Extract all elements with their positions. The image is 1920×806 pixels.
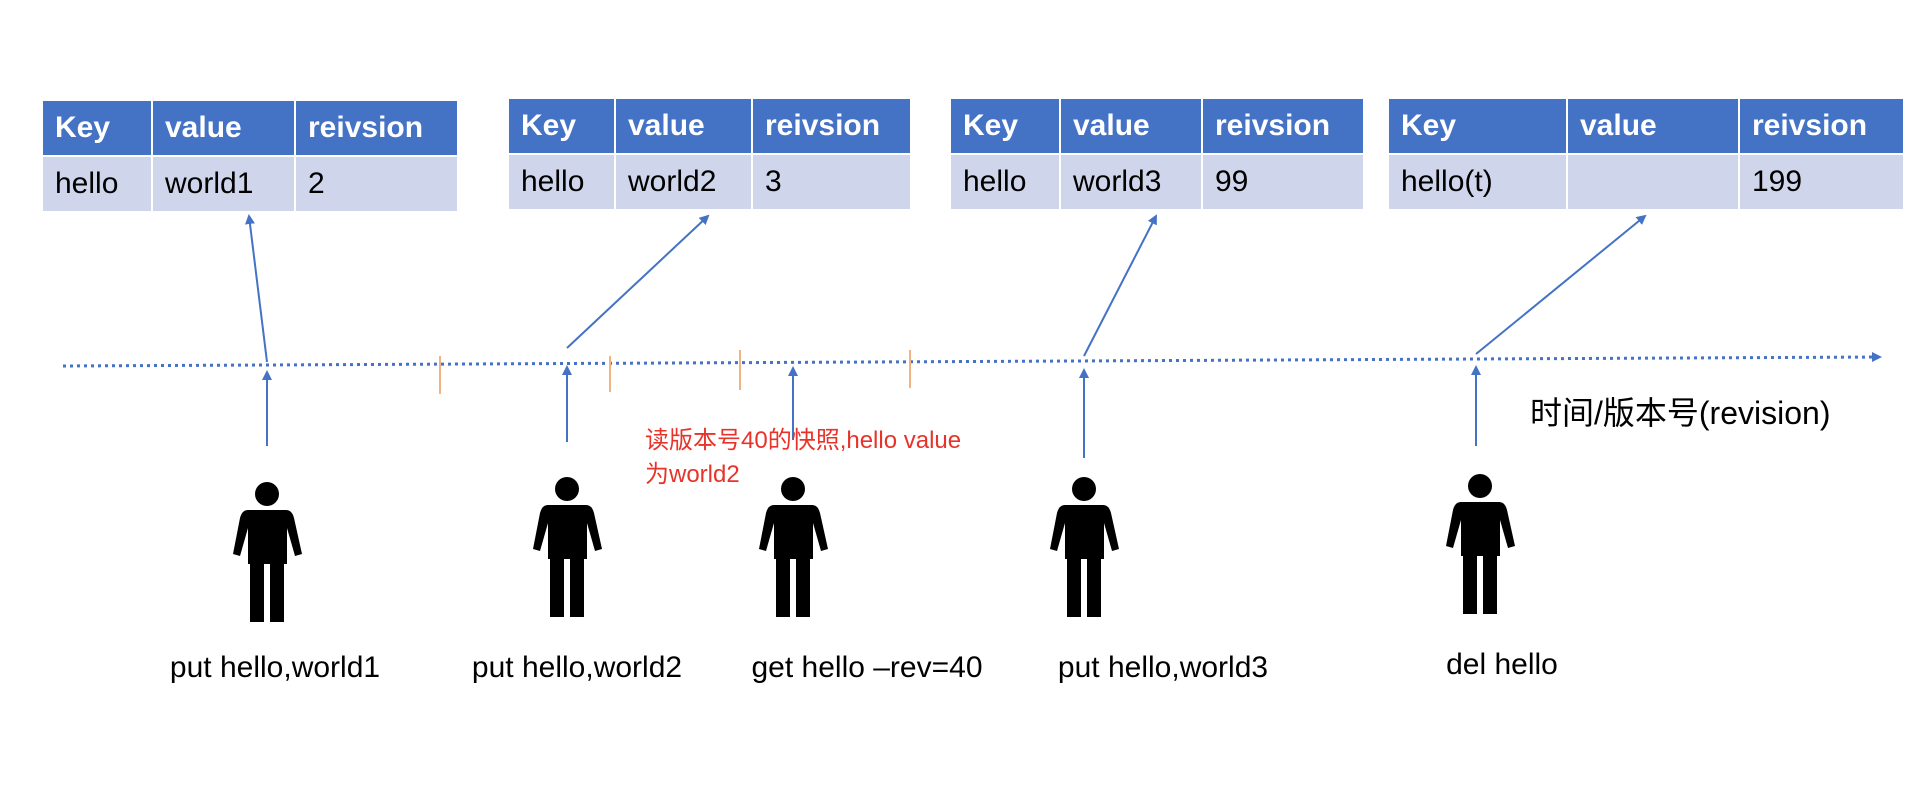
operation-arrows [262, 365, 1481, 458]
cell-key: hello [949, 153, 1061, 211]
cell-key: hello(t) [1387, 153, 1568, 211]
header-key: Key [41, 99, 153, 157]
cell-value: world3 [1059, 153, 1203, 211]
timeline-axis [62, 352, 1882, 368]
cell-revision: 2 [294, 155, 459, 213]
cell-value [1566, 153, 1740, 211]
person-icon [1446, 474, 1515, 614]
version-arrow-1 [245, 214, 268, 363]
operation-label-2: put hello,world2 [471, 651, 683, 684]
cell-revision: 3 [751, 153, 912, 211]
cell-revision: 199 [1738, 153, 1905, 211]
version-arrow-2 [566, 214, 710, 349]
header-value: value [151, 99, 296, 157]
header-revision: reivsion [294, 99, 459, 157]
kv-table-3: Key value reivsion hello world3 99 [949, 97, 1365, 211]
cell-value: world2 [614, 153, 753, 211]
version-arrows [245, 214, 1647, 363]
cell-revision: 99 [1201, 153, 1365, 211]
operation-label-4: put hello,world3 [1057, 651, 1269, 684]
header-key: Key [507, 97, 616, 155]
snapshot-note-line-1: 读版本号40的快照,hello value [645, 427, 962, 454]
version-arrow-3 [1083, 214, 1157, 357]
snapshot-note-line-2: 为world2 [645, 461, 740, 488]
cell-key: hello [507, 153, 616, 211]
timeline-ticks [439, 350, 911, 394]
person-icon [533, 477, 602, 617]
header-value: value [614, 97, 753, 155]
kv-table-1: Key value reivsion hello world1 2 [41, 99, 459, 213]
cell-key: hello [41, 155, 153, 213]
header-revision: reivsion [1738, 97, 1905, 155]
operation-label-1: put hello,world1 [169, 651, 381, 684]
operation-label-5: del hello [1446, 648, 1558, 681]
header-revision: reivsion [751, 97, 912, 155]
header-value: value [1566, 97, 1740, 155]
snapshot-note: 读版本号40的快照,hello value 为world2 [645, 424, 1025, 492]
header-value: value [1059, 97, 1203, 155]
timeline-axis-label: 时间/版本号(revision) [1530, 395, 1831, 431]
person-icon [1050, 477, 1119, 617]
cell-value: world1 [151, 155, 296, 213]
header-revision: reivsion [1201, 97, 1365, 155]
header-key: Key [949, 97, 1061, 155]
header-key: Key [1387, 97, 1568, 155]
operation-label-3: get hello –rev=40 [751, 651, 983, 684]
person-icon [759, 477, 828, 617]
kv-table-4: Key value reivsion hello(t) 199 [1387, 97, 1905, 211]
person-icon [233, 482, 302, 622]
version-arrow-4 [1475, 214, 1647, 355]
kv-table-2: Key value reivsion hello world2 3 [507, 97, 912, 211]
